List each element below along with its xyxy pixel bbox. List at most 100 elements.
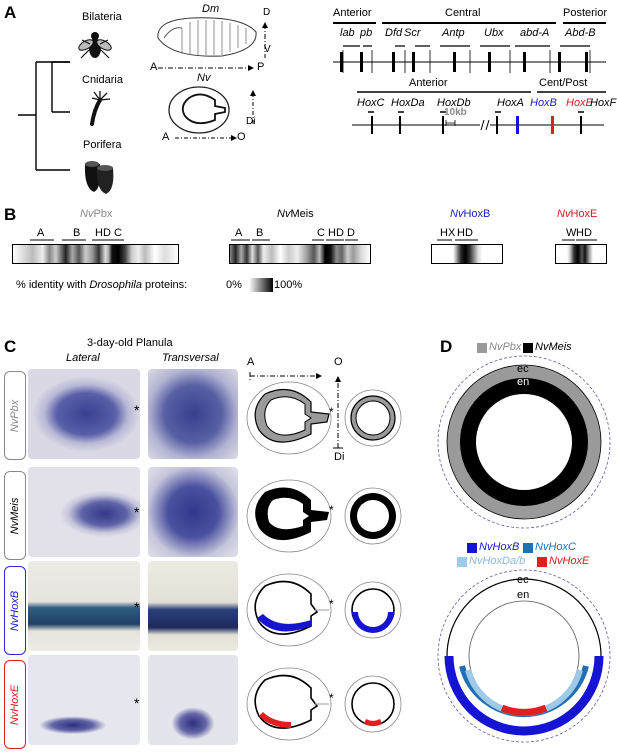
gene-hoxda: HoxDa [391, 97, 425, 109]
schematic-axis-o: O [334, 356, 343, 368]
legend-max: 100% [274, 279, 303, 291]
panel-d-ring-hox [437, 569, 611, 743]
gene-antp: Antp [442, 27, 465, 39]
schematic-hoxb: * [246, 573, 402, 647]
panel-label-a: A [4, 3, 17, 22]
legend-swatch-meis [523, 343, 533, 353]
legend-nvhoxe: NvHoxE [549, 555, 590, 567]
hoxe-identity-bar [555, 244, 607, 264]
taxon-porifera: Porifera [83, 139, 122, 151]
legend-nvhoxdab: NvHoxDa/b [469, 555, 526, 567]
meis-domain-d: D [347, 227, 355, 239]
meis-domain-b: B [256, 227, 264, 239]
taxon-cnidaria: Cnidaria [82, 74, 123, 86]
legend-nvhoxb: NvHoxB [479, 541, 520, 553]
photo-meis-lateral [28, 467, 140, 557]
gene-dfd: Dfd [385, 27, 403, 39]
asterisk-meis: * [134, 504, 140, 520]
dm-axes [158, 22, 268, 71]
axis-di-a: Di [246, 116, 256, 127]
row-label-nvmeis: NvMeis [4, 471, 26, 560]
svg-text:*: * [329, 405, 334, 419]
gene-lab: lab [340, 27, 355, 39]
gene-hoxc: HoxC [357, 97, 385, 109]
schematic-axis-a: A [247, 356, 255, 368]
photo-meis-transversal [148, 467, 238, 557]
schematic-axis-di: Di [334, 451, 345, 463]
axis-d: D [263, 7, 271, 18]
panel-label-d: D [440, 337, 453, 356]
pbx-identity-bar [12, 244, 179, 264]
gene-hoxf: HoxF [590, 97, 617, 109]
axis-a-dm: A [150, 61, 158, 73]
asterisk-pbx: * [134, 402, 140, 418]
gene-scr: Scr [404, 27, 421, 39]
gene-hoxdb: HoxDb [437, 97, 471, 109]
hoxb-domain-hd: HD [457, 227, 473, 239]
legend-swatch-hoxd [457, 557, 467, 567]
dm-region-anterior: Anterior [333, 7, 372, 19]
gene-abd-a: abd-A [520, 27, 550, 39]
gene-hoxb: HoxB [530, 97, 557, 109]
protein-hoxb-title: NvHoxB [450, 208, 491, 220]
hoxe-domain-hd: HD [576, 227, 592, 239]
phylogeny-tree [18, 61, 70, 171]
legend-min: 0% [226, 279, 242, 291]
schematic-hoxe: * [246, 667, 402, 741]
meis-domain-hd: HD [328, 227, 344, 239]
gene-hoxe: HoxE [566, 97, 593, 109]
asterisk-hoxe: * [134, 695, 140, 711]
sea-anemone-icon [90, 91, 111, 126]
legend-swatch-pbx [477, 343, 487, 353]
nematostella-larva-icon [168, 86, 256, 141]
drosophila-embryo-icon [157, 17, 257, 57]
layer-en-bottom: en [517, 589, 530, 601]
protein-pbx-title: NvPbx [80, 208, 113, 220]
dm-region-central: Central [445, 7, 481, 19]
photo-pbx-transversal [148, 369, 238, 459]
meis-domain-c: C [317, 227, 325, 239]
hoxb-identity-bar [431, 244, 503, 264]
pbx-domain-c: C [114, 227, 122, 239]
layer-ec-top: ec [517, 363, 529, 375]
nv-region-cent-post: Cent/Post [539, 77, 588, 89]
legend-nvhoxc: NvHoxC [535, 541, 576, 553]
nv-label: Nv [197, 72, 211, 84]
nv-region-anterior: Anterior [409, 77, 448, 89]
dm-hox-cluster-diagram [333, 22, 606, 73]
photo-hoxb-transversal [148, 561, 238, 651]
view-lateral: Lateral [66, 352, 100, 364]
axis-p: P [257, 61, 265, 73]
sponge-icon [84, 161, 114, 194]
svg-text:*: * [329, 691, 334, 705]
layer-ec-bottom: ec [517, 574, 529, 586]
planula-title: 3-day-old Planula [87, 337, 173, 349]
panel-label-b: B [4, 205, 17, 224]
taxon-bilateria: Bilateria [82, 11, 122, 23]
dm-label: Dm [202, 3, 220, 15]
domain-underlines [30, 239, 597, 241]
schematic-meis: * [246, 479, 402, 553]
row-label-nvpbx: NvPbx [4, 371, 26, 460]
panel-label-c: C [4, 337, 17, 356]
gene-abd-b: Abd-B [565, 27, 596, 39]
asterisk-hoxb: * [134, 599, 140, 615]
nv-hox-cluster-diagram [352, 91, 606, 134]
scale-10kb: 10kb [444, 107, 467, 118]
protein-meis-title: NvMeis [277, 208, 314, 220]
pbx-domain-b: B [73, 227, 81, 239]
meis-domain-a: A [235, 227, 243, 239]
legend-nvmeis: NvMeis [535, 341, 572, 353]
photo-pbx-lateral [28, 369, 140, 459]
gene-pb: pb [360, 27, 373, 39]
legend-swatch-hoxb [467, 543, 477, 553]
gene-hoxa: HoxA [497, 97, 524, 109]
fly-icon [78, 32, 112, 59]
photo-hoxb-lateral [28, 561, 140, 651]
photo-hoxe-lateral [28, 655, 140, 745]
dm-region-posterior: Posterior [563, 7, 608, 19]
gene-ubx: Ubx [484, 27, 504, 39]
pbx-domain-a: A [37, 227, 45, 239]
identity-legend-text: % identity with Drosophila proteins: [16, 279, 188, 291]
